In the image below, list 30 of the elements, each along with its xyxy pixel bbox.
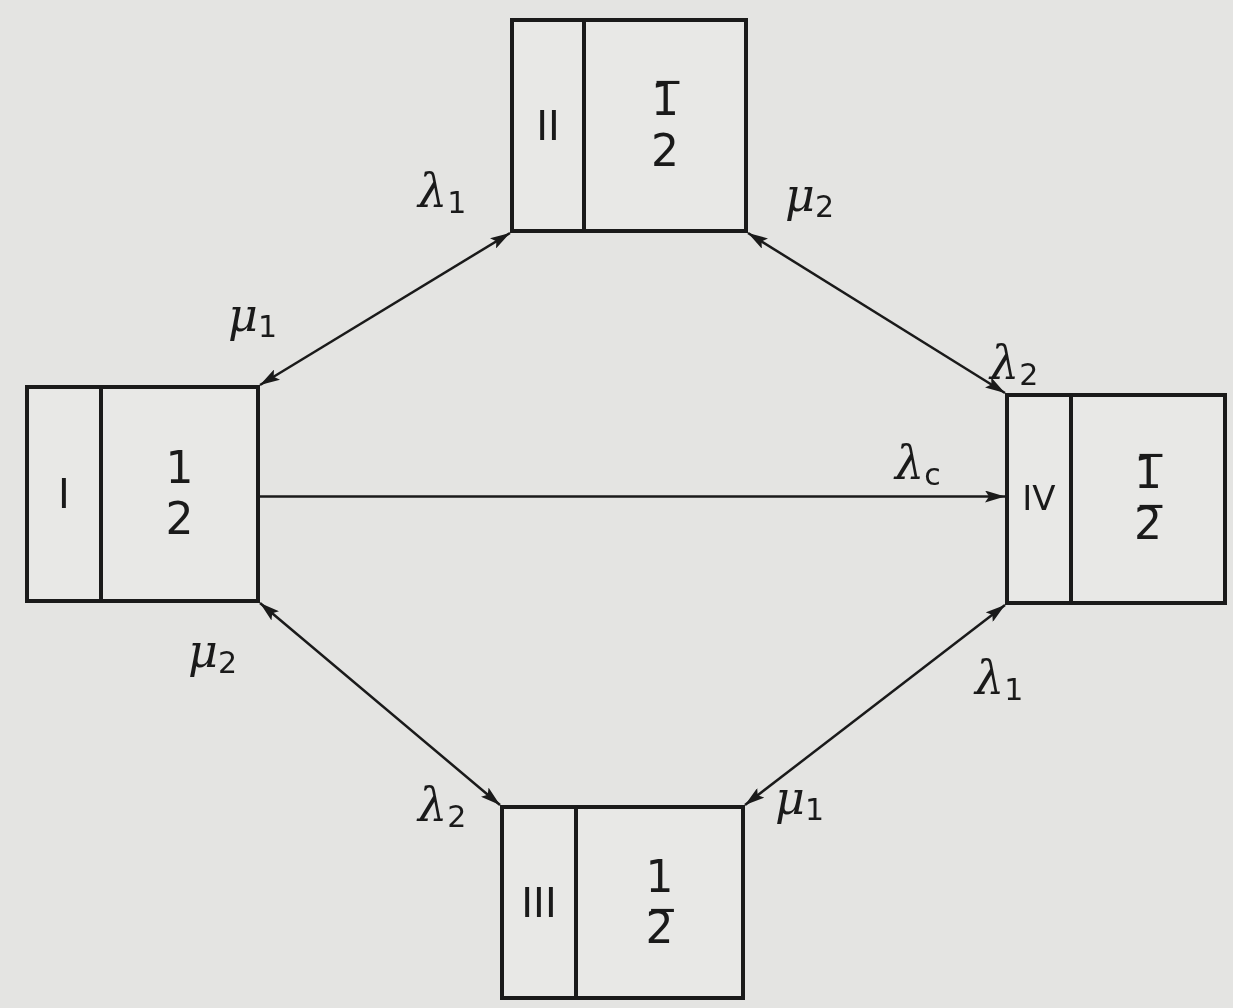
component-state: 2̅ bbox=[645, 902, 674, 954]
state-box bbox=[510, 18, 748, 233]
component-state: 2̅ bbox=[1134, 499, 1162, 550]
rate-label: λ$_{2}$ bbox=[990, 340, 1039, 390]
state-number: IV bbox=[1022, 479, 1056, 519]
double-arrow bbox=[259, 602, 501, 806]
rate-label: μ$_{1}$ bbox=[228, 292, 277, 342]
state-box bbox=[25, 385, 260, 603]
rate-label: λ$_{1}$ bbox=[975, 655, 1024, 705]
component-state: 1 bbox=[165, 443, 194, 494]
double-arrow bbox=[259, 231, 511, 387]
component-state: 2 bbox=[651, 125, 679, 177]
double-arrow bbox=[744, 604, 1006, 806]
state-box bbox=[1005, 393, 1227, 605]
rate-label: λ$_{1}$ bbox=[418, 168, 467, 218]
component-state: 2 bbox=[165, 494, 194, 545]
rate-label: λ$_{2}$ bbox=[418, 782, 467, 832]
edge-label: λ$_{c}$ bbox=[895, 440, 941, 490]
state-number: III bbox=[521, 879, 557, 926]
component-state: 1̅ bbox=[651, 74, 679, 126]
arrow bbox=[260, 490, 1005, 503]
rate-label: μ$_{2}$ bbox=[188, 628, 237, 678]
state-box bbox=[500, 805, 745, 1000]
rate-label: μ$_{2}$ bbox=[785, 172, 834, 222]
double-arrow bbox=[747, 231, 1006, 395]
state-number: II bbox=[536, 102, 560, 149]
state-number: I bbox=[58, 471, 70, 517]
rate-label: μ$_{1}$ bbox=[775, 775, 824, 825]
component-state: 1 bbox=[645, 851, 674, 903]
component-state: 1̅ bbox=[1134, 448, 1162, 499]
